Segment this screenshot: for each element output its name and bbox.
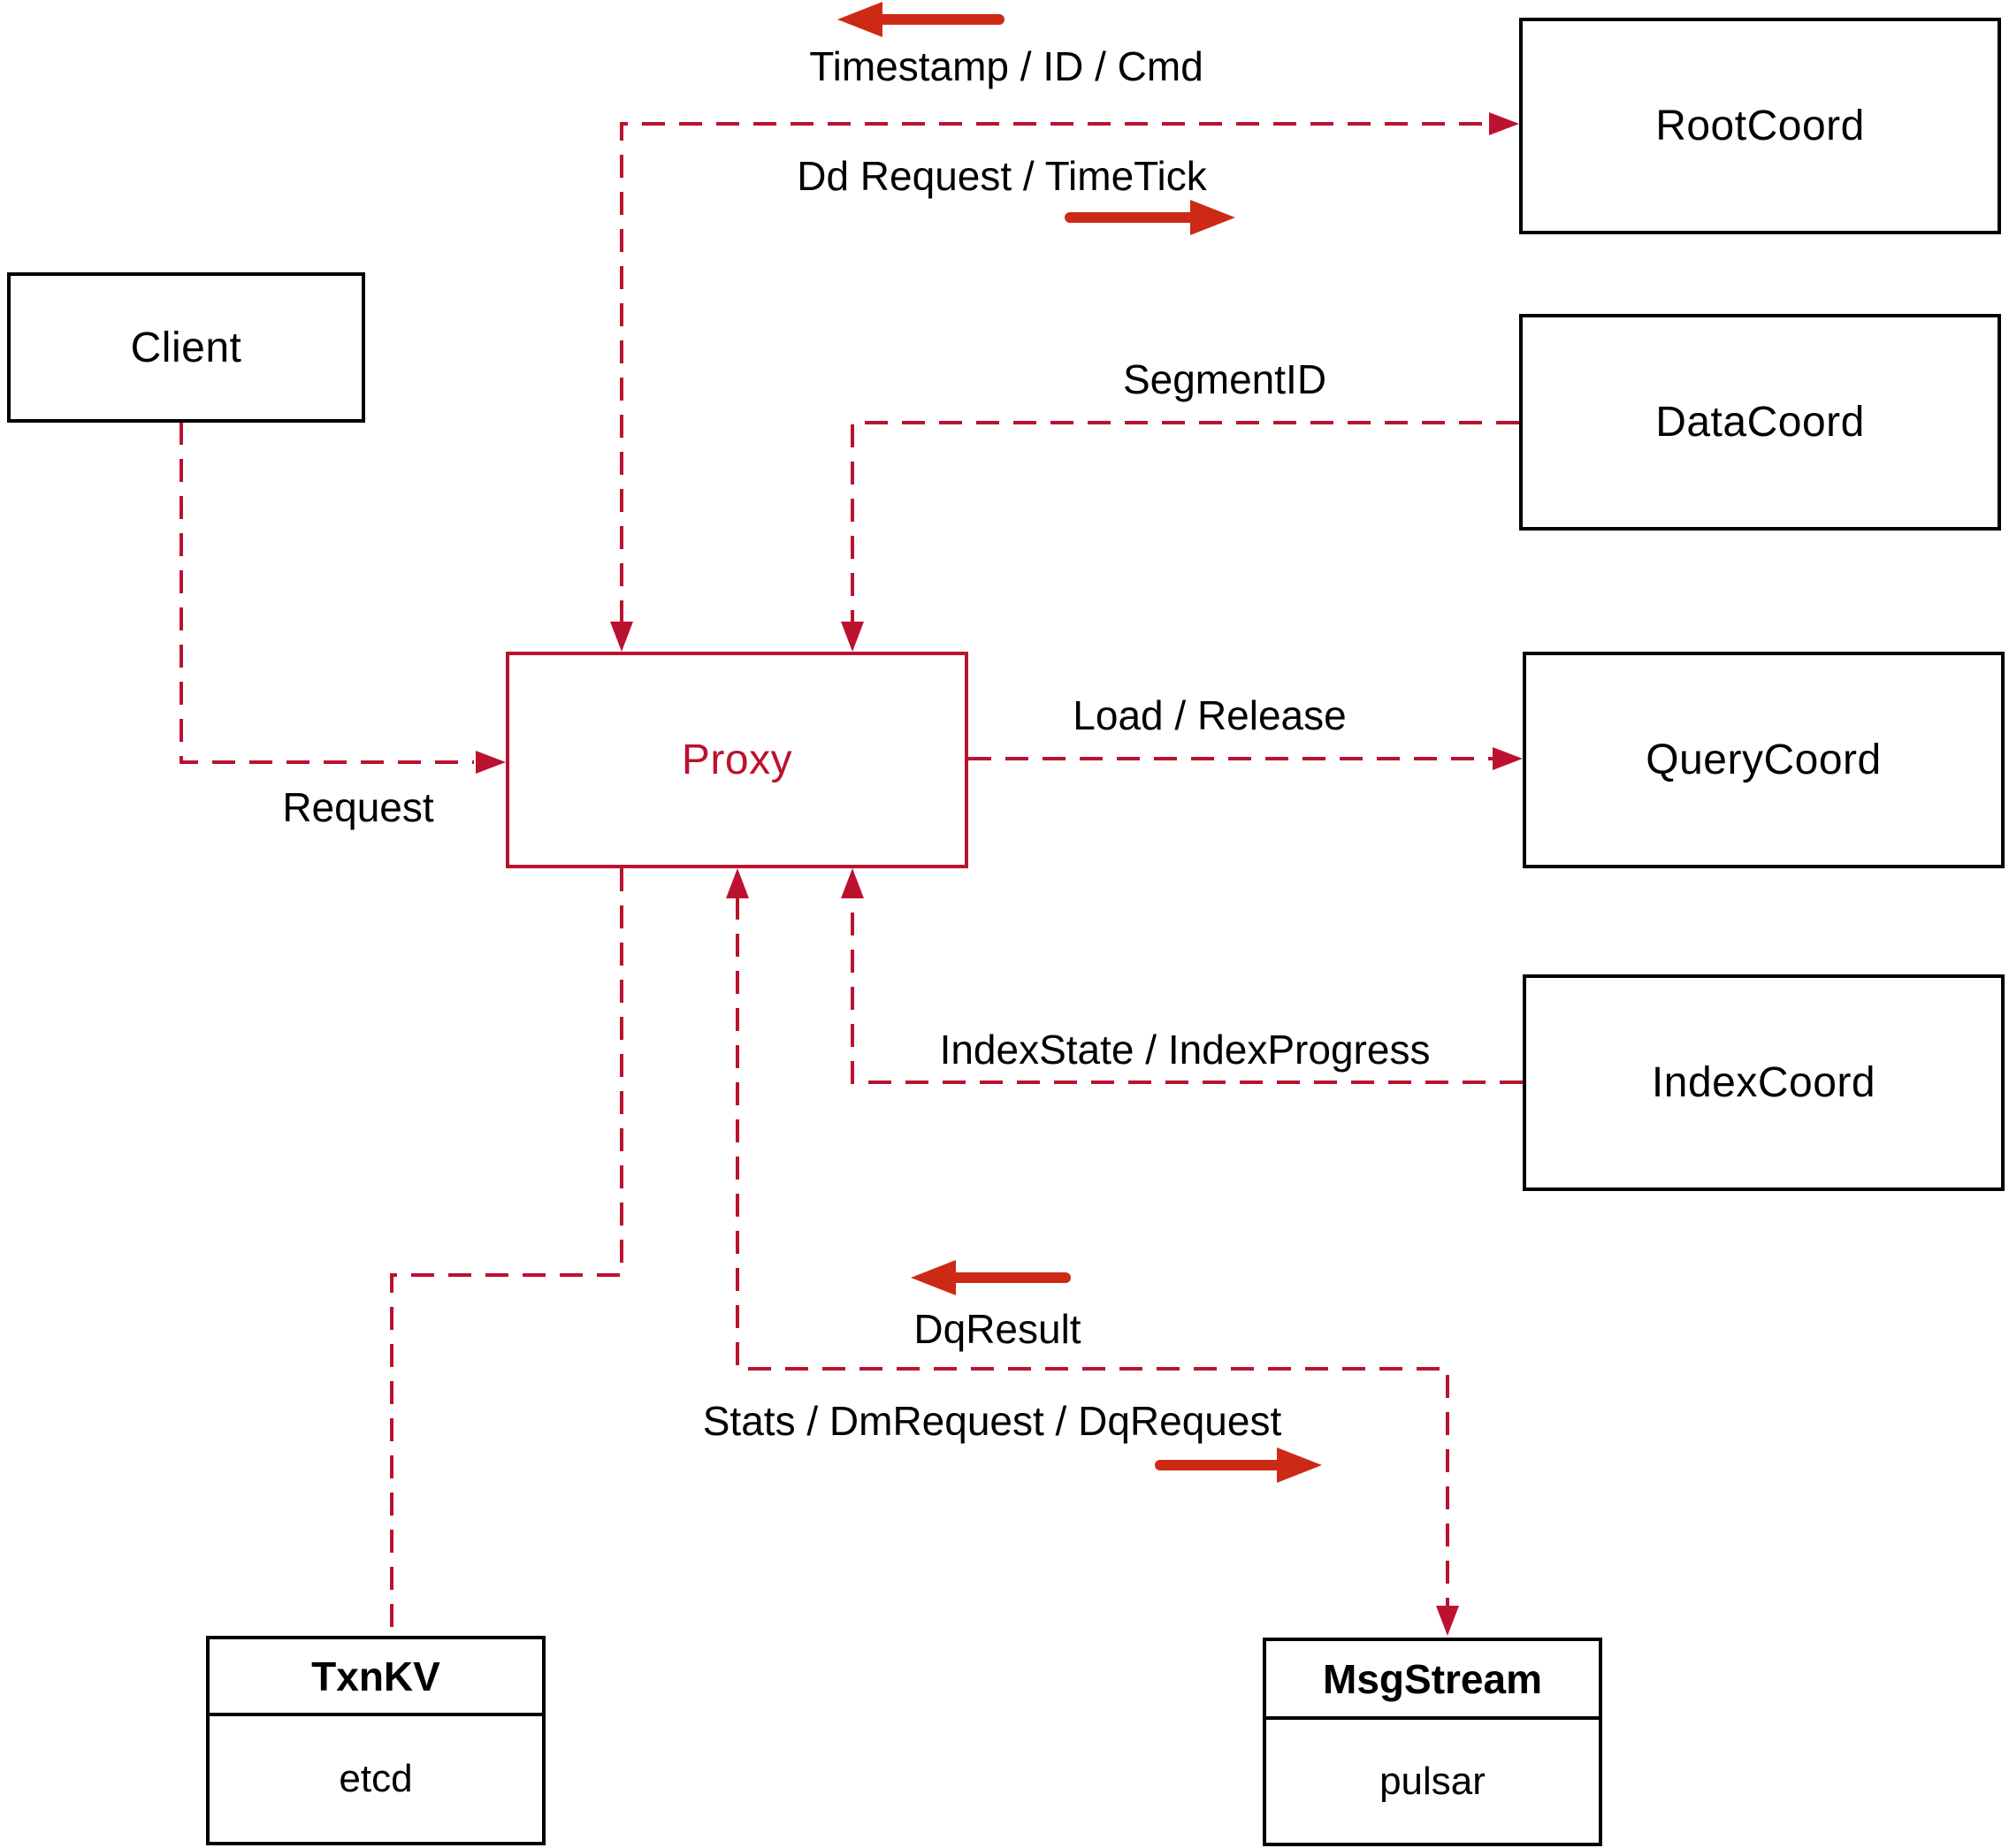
edge-indexcoord-proxy	[851, 897, 1523, 1084]
edge-label-timestamp-id-cmd: Timestamp / ID / Cmd	[809, 43, 1203, 89]
node-datacoord-label: DataCoord	[1655, 399, 1865, 446]
edge-client-proxy	[180, 422, 474, 764]
edge-label-stats-dm-dq-request: Stats / DmRequest / DqRequest	[702, 1398, 1282, 1444]
node-txnkv-title: TxnKV	[210, 1639, 542, 1716]
edge-label-request: Request	[282, 784, 434, 830]
arrowhead-into-proxy-bottom-left-icon	[726, 868, 749, 898]
node-msgstream-subtitle: pulsar	[1379, 1759, 1486, 1803]
edge-label-index-state-progress: IndexState / IndexProgress	[939, 1027, 1431, 1073]
arrowhead-into-proxy-top-left-icon	[610, 622, 633, 652]
node-txnkv: TxnKV etcd	[206, 1636, 546, 1845]
node-msgstream-title: MsgStream	[1266, 1641, 1599, 1720]
arrowhead-into-querycoord-icon	[1493, 747, 1523, 770]
edge-proxy-txnkv	[390, 868, 623, 1634]
edge-proxy-msgstream	[736, 897, 1449, 1607]
node-rootcoord: RootCoord	[1519, 18, 2001, 234]
arrowhead-into-proxy-top-right-icon	[841, 622, 864, 652]
node-querycoord: QueryCoord	[1523, 652, 2005, 868]
edge-label-dq-result: DqResult	[913, 1306, 1081, 1352]
node-datacoord: DataCoord	[1519, 314, 2001, 531]
node-msgstream: MsgStream pulsar	[1263, 1638, 1602, 1846]
arrowhead-into-rootcoord-icon	[1489, 112, 1519, 135]
direction-arrow-right-ddrequest-icon	[1065, 200, 1235, 235]
node-rootcoord-label: RootCoord	[1655, 103, 1865, 149]
edge-label-dd-request-timetick: Dd Request / TimeTick	[797, 153, 1207, 199]
direction-arrow-right-stats-icon	[1155, 1447, 1322, 1483]
node-txnkv-subtitle: etcd	[339, 1757, 413, 1800]
node-indexcoord: IndexCoord	[1523, 974, 2005, 1191]
arrowhead-into-proxy-left-icon	[476, 751, 506, 774]
arrowhead-into-proxy-bottom-right-icon	[841, 868, 864, 898]
node-client-label: Client	[130, 324, 242, 371]
arrowhead-into-msgstream-icon	[1436, 1606, 1459, 1636]
edge-label-load-release: Load / Release	[1073, 692, 1347, 738]
node-client: Client	[7, 272, 365, 423]
edge-proxy-rootcoord	[620, 122, 1491, 623]
direction-arrow-left-timestamp-icon	[837, 2, 1004, 37]
node-proxy: Proxy	[506, 652, 968, 868]
node-querycoord-label: QueryCoord	[1646, 737, 1882, 783]
edge-datacoord-proxy	[851, 421, 1519, 623]
direction-arrow-left-dqresult-icon	[911, 1260, 1071, 1295]
node-proxy-label: Proxy	[681, 737, 793, 783]
node-indexcoord-label: IndexCoord	[1651, 1059, 1876, 1106]
edge-label-segment-id: SegmentID	[1122, 356, 1327, 402]
